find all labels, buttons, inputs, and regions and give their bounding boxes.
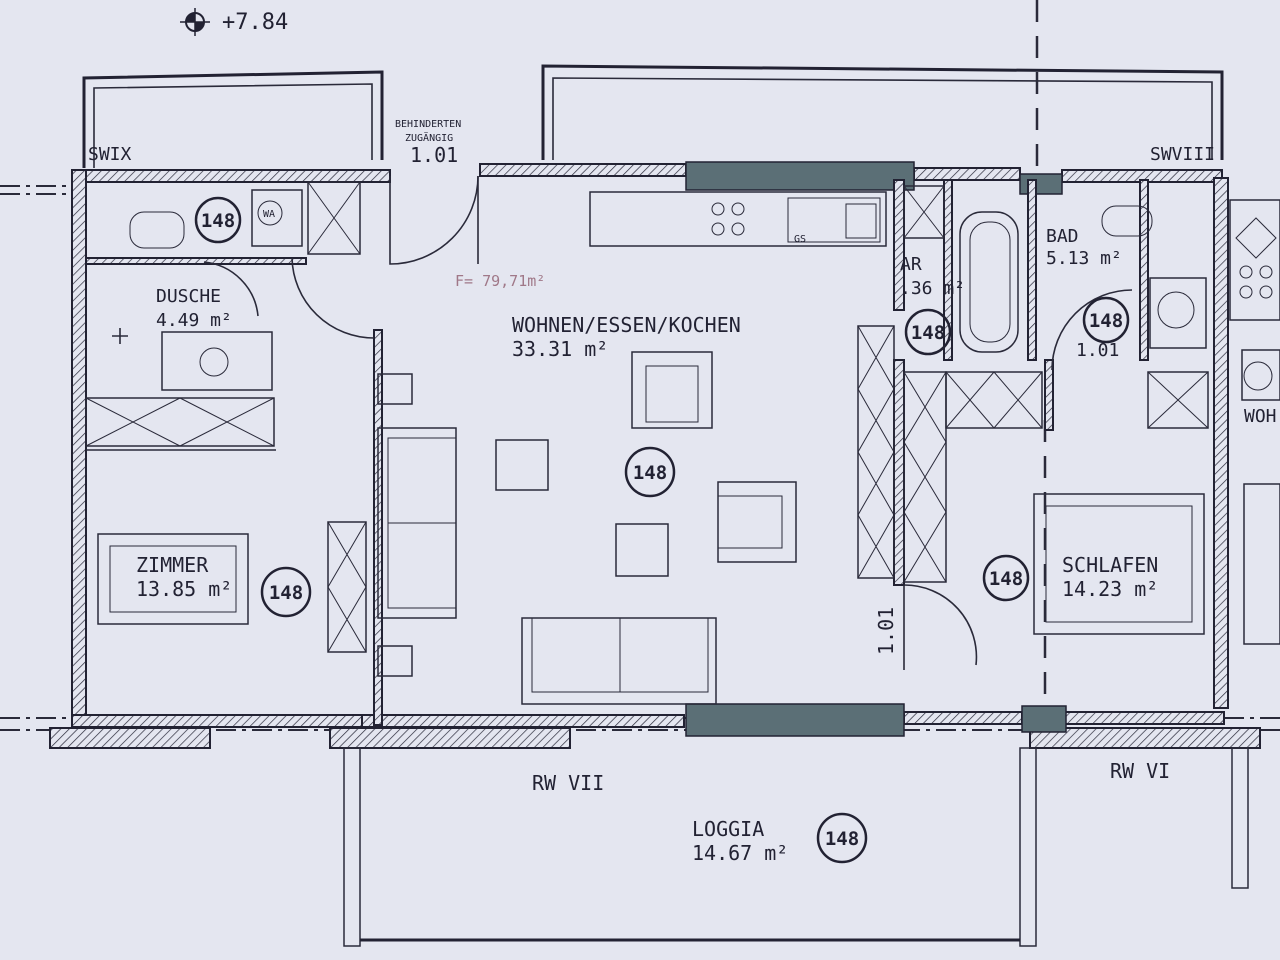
badge-loggia: 148 (816, 812, 868, 864)
living-furniture (377, 351, 797, 705)
badge-hall: 148 (1082, 296, 1130, 344)
entrance-width-label: 1.01 (410, 143, 458, 167)
kitchen-counter: GS (589, 191, 887, 247)
room-area-loggia: 14.67 m² (692, 841, 788, 865)
axis-label-rw-right: RW VI (1110, 759, 1170, 783)
axis-label-sw-right: SWVIII (1150, 144, 1215, 165)
svg-text:148: 148 (201, 210, 235, 232)
room-area-dusche: 4.49 m² (156, 310, 232, 331)
svg-text:148: 148 (989, 568, 1023, 590)
badge-dusche: 148 (194, 196, 242, 244)
elevation-label: +7.84 (222, 10, 288, 35)
cabinets (85, 181, 1209, 653)
svg-text:148: 148 (1089, 310, 1123, 332)
entrance-note-line1: BEHINDERTEN (395, 119, 461, 130)
exterior-walls (49, 163, 1261, 749)
room-area-bad: 5.13 m² (1046, 248, 1122, 269)
room-name-wohnen: WOHNEN/ESSEN/KOCHEN (512, 313, 741, 337)
sink-label: GS (794, 234, 806, 245)
badge-wohnen: 148 (624, 446, 676, 498)
room-name-loggia: LOGGIA (692, 817, 764, 841)
door-width-vertical-label: 1.01 (874, 607, 898, 655)
room-name-zimmer: ZIMMER (136, 553, 209, 577)
room-area-schlafen: 14.23 m² (1062, 577, 1158, 601)
badge-ar: 148 (904, 308, 952, 356)
room-area-hall: 1.01 (1076, 340, 1119, 361)
washer-label: WA (263, 209, 275, 220)
badge-schlafen: 148 (982, 554, 1030, 602)
svg-text:148: 148 (269, 582, 303, 604)
loggia (343, 747, 1249, 947)
total-area-note: F= 79,71m² (455, 272, 545, 290)
entrance-note: BEHINDERTEN ZUGÄNGIG 1.01 (395, 119, 461, 167)
svg-text:148: 148 (633, 462, 667, 484)
badge-zimmer: 148 (260, 566, 312, 618)
room-area-zimmer: 13.85 m² (136, 577, 232, 601)
apartment-badges: 148 148 148 148 148 148 148 (194, 196, 1130, 864)
doors (203, 175, 1133, 670)
room-name-ar: AR (900, 254, 922, 275)
axis-lines (0, 0, 1280, 731)
axis-label-sw-left: SWIX (88, 144, 132, 165)
room-name-bad: BAD (1046, 226, 1079, 247)
room-name-woh: WOH (1244, 406, 1277, 427)
room-area-wohnen: 33.31 m² (512, 337, 608, 361)
room-name-schlafen: SCHLAFEN (1062, 553, 1158, 577)
interior-walls (85, 179, 1149, 726)
elevation-marker: +7.84 (180, 8, 288, 36)
beds (97, 483, 1280, 645)
room-labels: WOHNEN/ESSEN/KOCHEN 33.31 m² DUSCHE 4.49… (136, 226, 1277, 865)
windows (685, 161, 1067, 737)
bathroom-fixtures: WA (112, 189, 1280, 401)
svg-text:148: 148 (825, 828, 859, 850)
room-area-ar: .36 m² (900, 278, 965, 299)
entrance-note-line2: ZUGÄNGIG (405, 131, 453, 144)
axis-label-rw-left: RW VII (532, 771, 604, 795)
room-name-dusche: DUSCHE (156, 286, 221, 307)
svg-text:148: 148 (911, 322, 945, 344)
upper-balconies (82, 64, 1224, 168)
